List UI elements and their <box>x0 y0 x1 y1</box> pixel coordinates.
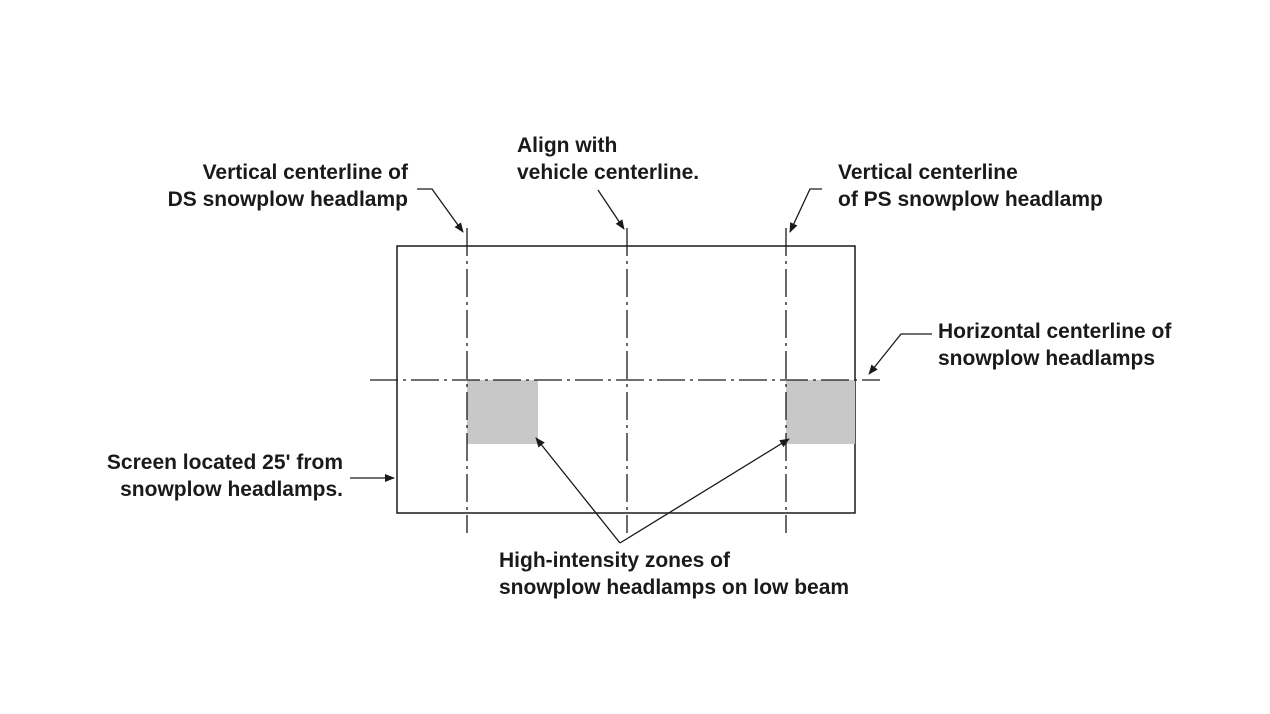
ds-vertical-centerline-label: Vertical centerline of DS snowplow headl… <box>167 161 408 211</box>
horizontal-centerline-label: Horizontal centerline of snowplow headla… <box>938 320 1172 370</box>
ps-zone-leader <box>619 438 790 544</box>
vehicle-centerline-leader <box>597 189 625 230</box>
high-intensity-zones-label: High-intensity zones of snowplow headlam… <box>499 549 850 599</box>
screen-distance-label: Screen located 25' from snowplow headlam… <box>106 451 343 501</box>
ps-vertical-centerline-label: Vertical centerline of PS snowplow headl… <box>838 161 1103 211</box>
ds-vertical-leader <box>417 188 464 233</box>
ds-high-intensity-zone <box>467 380 538 444</box>
vehicle-centerline-label: Align with vehicle centerline. <box>517 134 700 184</box>
ps-high-intensity-zone <box>786 380 855 444</box>
ps-vertical-leader <box>789 188 822 233</box>
ds-zone-leader <box>535 437 621 544</box>
horizontal-centerline-leader <box>868 333 932 375</box>
